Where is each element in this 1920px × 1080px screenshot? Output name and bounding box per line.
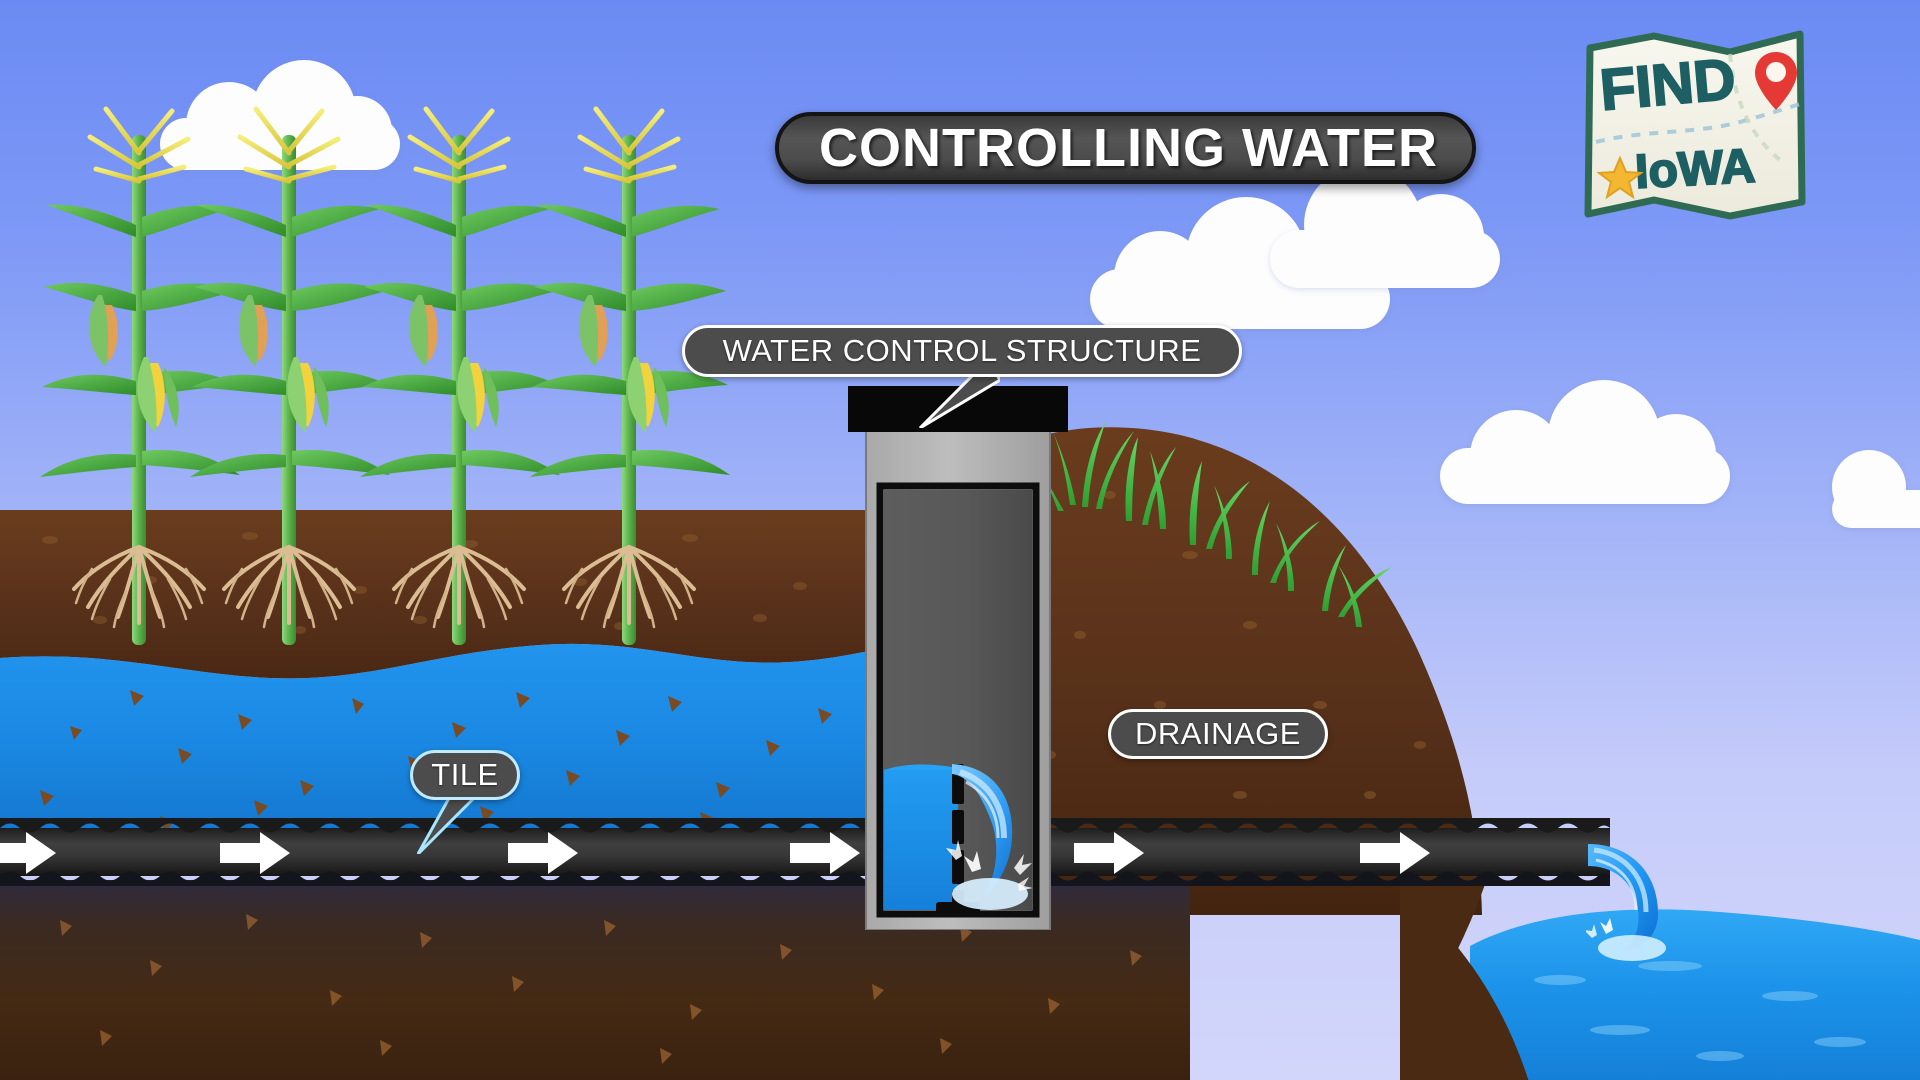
flow-arrow-6 — [1360, 832, 1430, 874]
outfall-waterfall — [1586, 844, 1666, 961]
flow-arrow-3 — [508, 832, 578, 874]
map-pin-icon — [1755, 52, 1797, 110]
corn-plant-4 — [530, 100, 730, 645]
grass-tufts — [1030, 421, 1392, 627]
label-water-control-structure[interactable]: WATER CONTROL STRUCTURE — [682, 325, 1242, 377]
subsoil-layer — [0, 880, 1190, 1080]
find-iowa-logo[interactable]: FIND IoWA — [1580, 30, 1810, 220]
label-drainage[interactable]: DRAINAGE — [1108, 709, 1328, 759]
corn-plant-3 — [360, 100, 560, 645]
cloud-5 — [1832, 440, 1920, 530]
logo-word-iowa: IoWA — [1634, 140, 1757, 199]
tile-pipe-right — [1038, 818, 1610, 886]
corn-plant-1 — [40, 100, 240, 645]
cloud-2 — [1090, 195, 1390, 330]
stream-bank-soil — [1400, 870, 1529, 1080]
topsoil-layer — [0, 510, 1010, 679]
water-control-structure — [848, 386, 1068, 930]
flow-arrow-2 — [220, 832, 290, 874]
logo-word-find: FIND — [1597, 46, 1737, 123]
flow-arrow-4 — [790, 832, 860, 874]
flow-arrow-1 — [0, 832, 56, 874]
label-tile[interactable]: TILE — [410, 750, 520, 800]
subsoil-specks — [60, 914, 1142, 1064]
receiving-stream — [1470, 909, 1920, 1080]
title-banner: CONTROLLING WATER — [775, 112, 1476, 184]
star-icon — [1596, 155, 1644, 200]
cloud-3 — [1270, 160, 1500, 290]
tile-pipe-left — [0, 818, 882, 886]
label-text: WATER CONTROL STRUCTURE — [722, 333, 1202, 368]
flow-arrow-5 — [1074, 832, 1144, 874]
page-title: CONTROLLING WATER — [819, 118, 1438, 178]
cloud-1 — [160, 60, 400, 170]
label-text: TILE — [431, 757, 499, 792]
label-text: DRAINAGE — [1135, 716, 1301, 751]
cloud-4 — [1440, 380, 1730, 505]
corn-plant-2 — [190, 100, 390, 645]
